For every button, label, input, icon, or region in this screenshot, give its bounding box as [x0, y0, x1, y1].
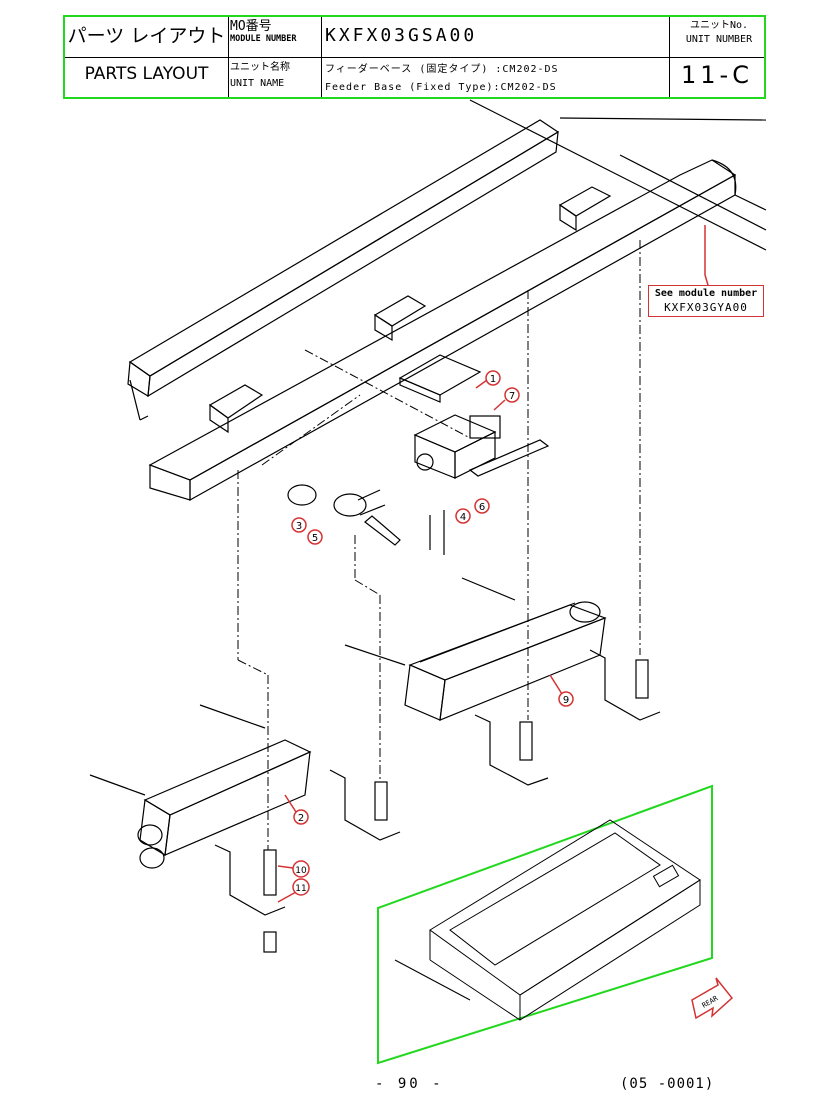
rod-end: [287, 484, 401, 546]
mo-label-jp: MO番号: [230, 19, 272, 34]
callout-3: 3: [291, 517, 307, 533]
inset-frame: [377, 784, 713, 1065]
callout-1: 1: [475, 370, 501, 389]
svg-text:11: 11: [295, 884, 306, 894]
callout-4: 4: [455, 508, 471, 524]
svg-text:5: 5: [312, 533, 318, 544]
rear-rail: [127, 119, 560, 421]
title-en: PARTS LAYOUT: [84, 64, 209, 84]
svg-text:1: 1: [490, 374, 496, 385]
callout-6: 6: [474, 498, 490, 514]
svg-text:10: 10: [295, 866, 307, 876]
document-code: (05 -0001): [620, 1076, 715, 1092]
direction-arrow-icon: REAR: [691, 977, 734, 1020]
screws: [89, 510, 516, 796]
svg-text:3: 3: [296, 521, 302, 532]
callout-9: 9: [549, 674, 574, 707]
unit-name-en: Feeder Base (Fixed Type):CM202-DS: [325, 82, 557, 93]
page-number: - 90 -: [375, 1076, 444, 1092]
svg-text:6: 6: [479, 502, 485, 513]
mo-label: MO番号 MODULE NUMBER: [230, 19, 320, 44]
svg-text:4: 4: [460, 512, 466, 523]
unit-number: 11-C: [681, 61, 753, 89]
cylinder-assembly: [398, 354, 550, 479]
part-callouts: 1 7 3 5 4 6 9 2: [277, 370, 574, 903]
brackets: [214, 649, 661, 916]
callout-10: 10: [277, 860, 310, 878]
unit-no-label: ユニットNo. UNIT NUMBER: [673, 19, 765, 47]
callout-5: 5: [307, 529, 323, 545]
title-block: パーツ レイアウト PARTS LAYOUT MO番号 MODULE NUMBE…: [63, 15, 766, 99]
reference-line2: KXFX03GYA00: [664, 301, 748, 314]
unit-no-label-jp: ユニットNo.: [689, 20, 749, 31]
title-jp: パーツ レイアウト: [67, 25, 226, 47]
front-bar: [148, 159, 737, 502]
assembly-centerlines: [237, 240, 641, 850]
mo-label-en: MODULE NUMBER: [230, 34, 297, 44]
unit-name-jp: フィーダーベース (固定タイプ) :CM202-DS: [325, 64, 559, 75]
standoffs: [263, 659, 649, 953]
reference-note: See module number KXFX03GYA00: [648, 285, 764, 317]
feeder-unit-9: [404, 601, 607, 721]
rail-blocks: [208, 186, 612, 434]
frame-lines: [469, 99, 767, 251]
unit-name-label: ユニット名称 UNIT NAME: [230, 60, 320, 92]
reference-line1: See module number: [654, 288, 758, 299]
svg-text:7: 7: [509, 391, 515, 402]
callout-2: 2: [284, 794, 309, 825]
module-number: KXFX03GSA00: [325, 25, 478, 46]
unit-name-label-en: UNIT NAME: [230, 78, 285, 89]
svg-text:2: 2: [298, 813, 304, 824]
svg-text:9: 9: [563, 695, 569, 706]
unit-name-label-jp: ユニット名称: [230, 62, 290, 73]
unit-no-label-en: UNIT NUMBER: [685, 34, 753, 45]
callout-11: 11: [277, 878, 310, 903]
callout-7: 7: [493, 387, 520, 411]
feeder-unit-2: [137, 739, 312, 869]
